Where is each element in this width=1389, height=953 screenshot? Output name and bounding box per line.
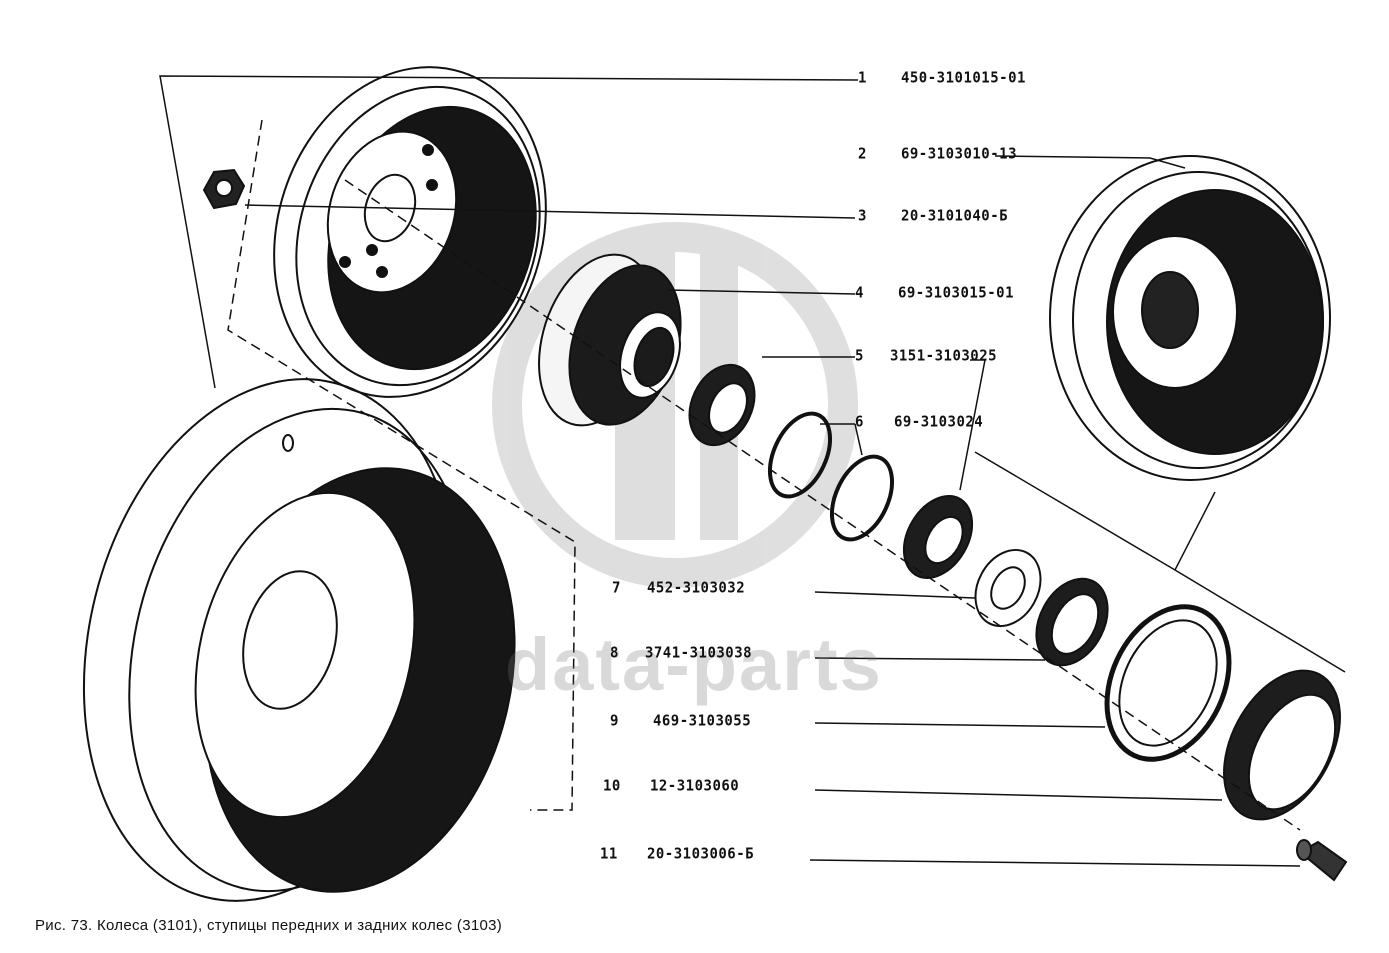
hub-cap [1223,669,1341,821]
callout-number: 11 [600,845,618,863]
callout-number: 4 [855,284,864,302]
wheel-stud [1296,839,1348,882]
callout-number: 9 [610,712,619,730]
wheel-rim-rear [82,378,516,902]
hub-gasket [1104,604,1232,762]
retaining-rings [767,411,895,542]
callout-number: 1 [858,69,867,87]
callout-part-number: 3151-3103025 [889,347,998,365]
callout-1: 1 450-3101015-01 [858,69,1026,87]
wheel-rim-spare [1049,155,1331,481]
oil-seal [1035,577,1109,667]
axis-line [227,119,1301,831]
callout-number: 7 [612,579,621,597]
watermark-text: data-parts [505,623,883,706]
callout-part-number: 69-3103015-01 [897,284,1015,302]
callout-part-number: 469-3103055 [652,712,752,730]
callout-part-number: 450-3101015-01 [900,69,1026,87]
bearing-inner [902,495,974,579]
callout-part-number: 69-3103010-13 [900,145,1018,163]
callout-4: 4 69-3103015-01 [855,284,1014,302]
wheel-nut [202,168,246,210]
callout-part-number: 452-3103032 [646,579,746,597]
bearing-outer [688,363,756,447]
callout-6: 6 69-3103024 [855,413,983,431]
wheel-rim-front [273,66,547,398]
callout-5: 5 3151-3103025 [855,347,997,365]
callout-2: 2 69-3103010-13 [858,145,1017,163]
callout-number: 2 [858,145,867,163]
callout-8: 8 3741-3103038 [610,644,752,662]
callout-part-number: 12-3103060 [649,777,740,795]
callout-part-number: 20-3103006-Б [646,845,755,863]
leader-lines [159,75,1346,867]
lock-washer [974,548,1042,628]
callout-number: 5 [855,347,864,365]
watermark-logo [492,222,858,588]
wheel-hub [538,253,682,427]
callout-number: 3 [858,207,867,225]
callout-number: 8 [610,644,619,662]
callout-part-number: 69-3103024 [893,413,984,431]
callout-part-number: 20-3101040-Б [900,207,1009,225]
callout-9: 9 469-3103055 [610,712,751,730]
figure-caption: Рис. 73. Колеса (3101), ступицы передних… [35,917,503,934]
callout-11: 11 20-3103006-Б [600,845,754,863]
callout-number: 6 [855,413,864,431]
callout-part-number: 3741-3103038 [644,644,753,662]
callout-number: 10 [603,777,621,795]
callout-7: 7 452-3103032 [612,579,745,597]
callout-10: 10 12-3103060 [603,777,739,795]
callout-3: 3 20-3101040-Б [858,207,1008,225]
